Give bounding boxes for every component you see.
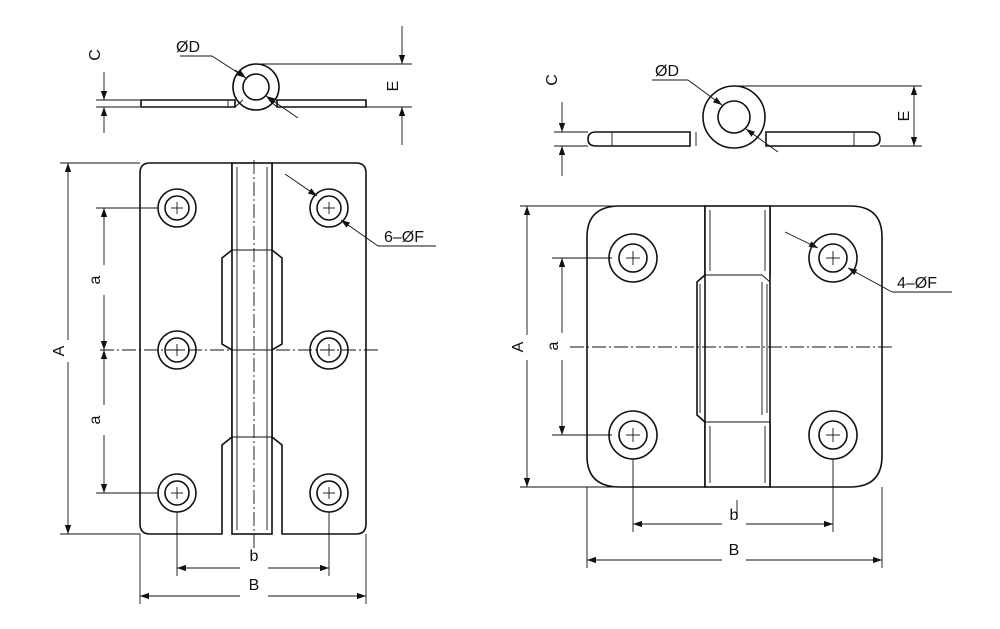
left-thickness-c-label: C xyxy=(87,49,104,61)
right-length-a-label: A xyxy=(510,341,527,352)
left-spacing-a-lower-label: a xyxy=(87,415,104,424)
left-spacing-a-upper-label: a xyxy=(87,275,104,284)
right-diameter-d-label: ØD xyxy=(655,63,679,80)
left-height-e-label: E xyxy=(385,81,402,92)
left-knuckle-pin xyxy=(242,73,270,101)
left-spacing-b-label: b xyxy=(250,548,259,565)
left-hole-mid-right xyxy=(309,330,349,370)
left-hinge-top-view: ØD C E xyxy=(87,26,412,145)
right-hinge-top-view: ØD C E xyxy=(544,63,922,176)
left-length-a-label: A xyxy=(51,345,68,356)
right-knuckle-pin xyxy=(717,100,751,134)
left-hole-mid-left xyxy=(157,330,197,370)
right-height-e-label: E xyxy=(896,111,913,122)
left-hole-spec-label: 6–ØF xyxy=(384,229,424,246)
right-spacing-b-label: b xyxy=(730,507,739,524)
right-thickness-c-label: C xyxy=(544,74,561,86)
right-width-b-label: B xyxy=(729,542,740,559)
left-width-b-label: B xyxy=(249,577,260,594)
right-hinge-front-view: 4–ØF A a b B xyxy=(510,205,952,568)
left-hole-top-right xyxy=(309,188,349,228)
left-diameter-d-label: ØD xyxy=(176,39,200,56)
left-hinge-front-view: 6–ØF A a a b B xyxy=(51,160,436,604)
right-hole-spec-label: 4–ØF xyxy=(897,275,937,292)
right-spacing-a-label: a xyxy=(545,341,562,350)
right-hole-top-right xyxy=(808,233,858,283)
